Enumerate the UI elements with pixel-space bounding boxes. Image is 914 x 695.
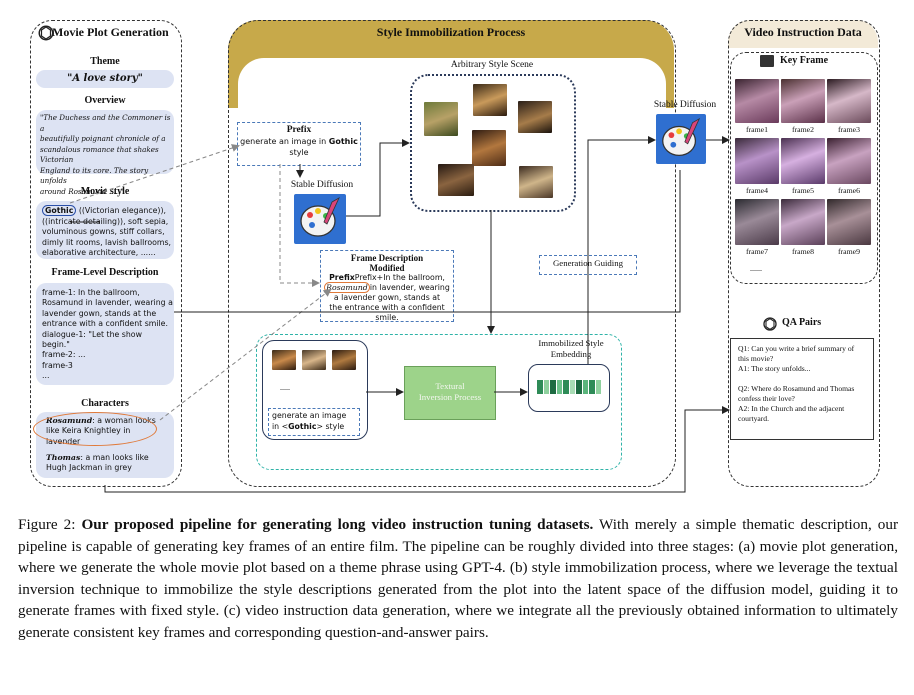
key-frame-label: Key Frame	[780, 55, 829, 66]
sd-label-mid: Stable Diffusion	[290, 180, 354, 190]
frame-desc-box	[36, 283, 174, 385]
movie-style-text: Gothic ((Victorian elegance)), ((intrica…	[42, 205, 172, 257]
caption-prefix: Figure 2:	[18, 516, 82, 533]
sd-label-right: Stable Diffusion	[653, 100, 717, 110]
frame-img-5	[781, 138, 825, 184]
arbitrary-scene-box	[410, 74, 576, 212]
caption-rest: With merely a simple thematic descriptio…	[18, 516, 899, 641]
overview-text: "The Duchess and the Commoner is a beaut…	[40, 113, 171, 196]
qa-text: Q1: Can you write a brief summary of thi…	[738, 344, 868, 424]
style-img-1	[272, 350, 296, 370]
qa-box	[730, 338, 874, 440]
palette-icon-mid	[294, 194, 346, 244]
gen-image-style-box	[268, 408, 360, 436]
character-highlight-ellipse	[33, 412, 157, 446]
style-img-3	[332, 350, 356, 370]
arrow-char-to-fdm	[159, 288, 332, 421]
style-img-2	[302, 350, 326, 370]
palette-icon-right	[656, 114, 706, 164]
frame-img-7	[735, 199, 779, 245]
video-data-title: Video Instruction Data	[744, 25, 862, 39]
scene-photo-2	[473, 84, 507, 116]
gen-image-style-text: generate an image in <Gothic> style	[272, 411, 347, 431]
video-data-panel	[728, 20, 880, 487]
arrow-frame-to-right	[174, 170, 681, 313]
frame-desc-modified-text: Frame Description Modified PrefixPrefix+…	[324, 253, 450, 322]
movie-style-box	[36, 201, 174, 259]
qa-q1: Q1: Can you write a brief summary of	[738, 344, 855, 353]
key-frame-box	[730, 52, 878, 284]
frame-label-5: frame5	[791, 186, 815, 195]
textual-inversion-box	[404, 366, 496, 420]
scene-photo-1	[424, 102, 458, 136]
style-process-panel	[228, 20, 676, 487]
frame-label-1: frame1	[745, 125, 769, 134]
frame-label-2: frame2	[791, 125, 815, 134]
scene-photo-5	[438, 164, 474, 196]
theme-value: "A love story"	[67, 73, 143, 84]
movie-plot-title: Movie Plot Generation	[52, 25, 169, 39]
scene-photo-6	[519, 166, 553, 198]
embedding-vector	[537, 380, 601, 394]
video-data-header-bg	[728, 20, 878, 48]
frame-img-9	[827, 199, 871, 245]
qa-q2: Q2: Where do Rosamund and Thomas	[738, 384, 855, 394]
arrow-style-to-prefix	[69, 144, 240, 204]
frame-label-4: frame4	[745, 186, 769, 195]
frame-label-3: frame3	[837, 125, 861, 134]
frame-img-6	[827, 138, 871, 184]
characters-label: Characters	[81, 398, 129, 409]
frame-img-8	[781, 199, 825, 245]
frame-img-3	[827, 79, 871, 123]
style-images-box	[262, 340, 368, 440]
caption-bold: Our proposed pipeline for generating lon…	[81, 516, 594, 533]
prefix-text: Prefix generate an image in Gothic style	[240, 125, 358, 157]
arbitrary-label: Arbitrary Style Scene	[450, 60, 534, 70]
frame-img-4	[735, 138, 779, 184]
theme-label: Theme	[90, 56, 120, 67]
connector-arrows	[69, 136, 730, 493]
frame-desc-text: frame-1: In the ballroom, Rosamund in la…	[42, 288, 173, 381]
frame-desc-label: Frame-Level Description	[51, 267, 159, 278]
scene-photo-4	[472, 130, 506, 166]
inversion-region	[256, 334, 622, 470]
frames-more: ......	[750, 264, 762, 273]
style-process-title: Style Immobilization Process	[376, 25, 526, 39]
figure-caption: Figure 2: Our proposed pipeline for gene…	[18, 514, 898, 644]
scene-photo-3	[518, 101, 552, 133]
qa-label: QA Pairs	[782, 317, 822, 328]
prefix-box	[237, 122, 361, 166]
ise-label: Immobilized Style Embedding	[538, 338, 604, 359]
character-2: Thomas: a man looks like Hugh Jackman in…	[46, 453, 149, 473]
theme-box	[36, 70, 174, 88]
overview-box	[36, 110, 174, 174]
frame-label-7: frame7	[745, 247, 769, 256]
style-dots: .....	[280, 383, 290, 392]
arrow-prefix-to-fdm	[279, 164, 320, 287]
overview-label: Overview	[84, 95, 126, 106]
frame-label-9: frame9	[837, 247, 861, 256]
frame-label-8: frame8	[791, 247, 815, 256]
frame-desc-modified-box	[320, 250, 454, 322]
openai-logo-qa	[762, 316, 778, 332]
qa-a2: A2: In the Church and the adjacent	[738, 403, 845, 413]
openai-logo-left	[37, 24, 55, 42]
textual-inversion-label: Textural Inversion Process	[418, 381, 482, 402]
style-keyword: Gothic	[42, 205, 77, 216]
arrow-characters-to-qa	[104, 406, 730, 493]
arrow-sd-to-scene	[346, 139, 410, 217]
frame-label-6: frame6	[837, 186, 861, 195]
frame-img-1	[735, 79, 779, 123]
qa-a1: A1: The story unfolds...	[738, 363, 811, 373]
arrow-embedding-to-sd	[587, 136, 656, 364]
frame-img-2	[781, 79, 825, 123]
clapper-icon	[760, 55, 774, 67]
